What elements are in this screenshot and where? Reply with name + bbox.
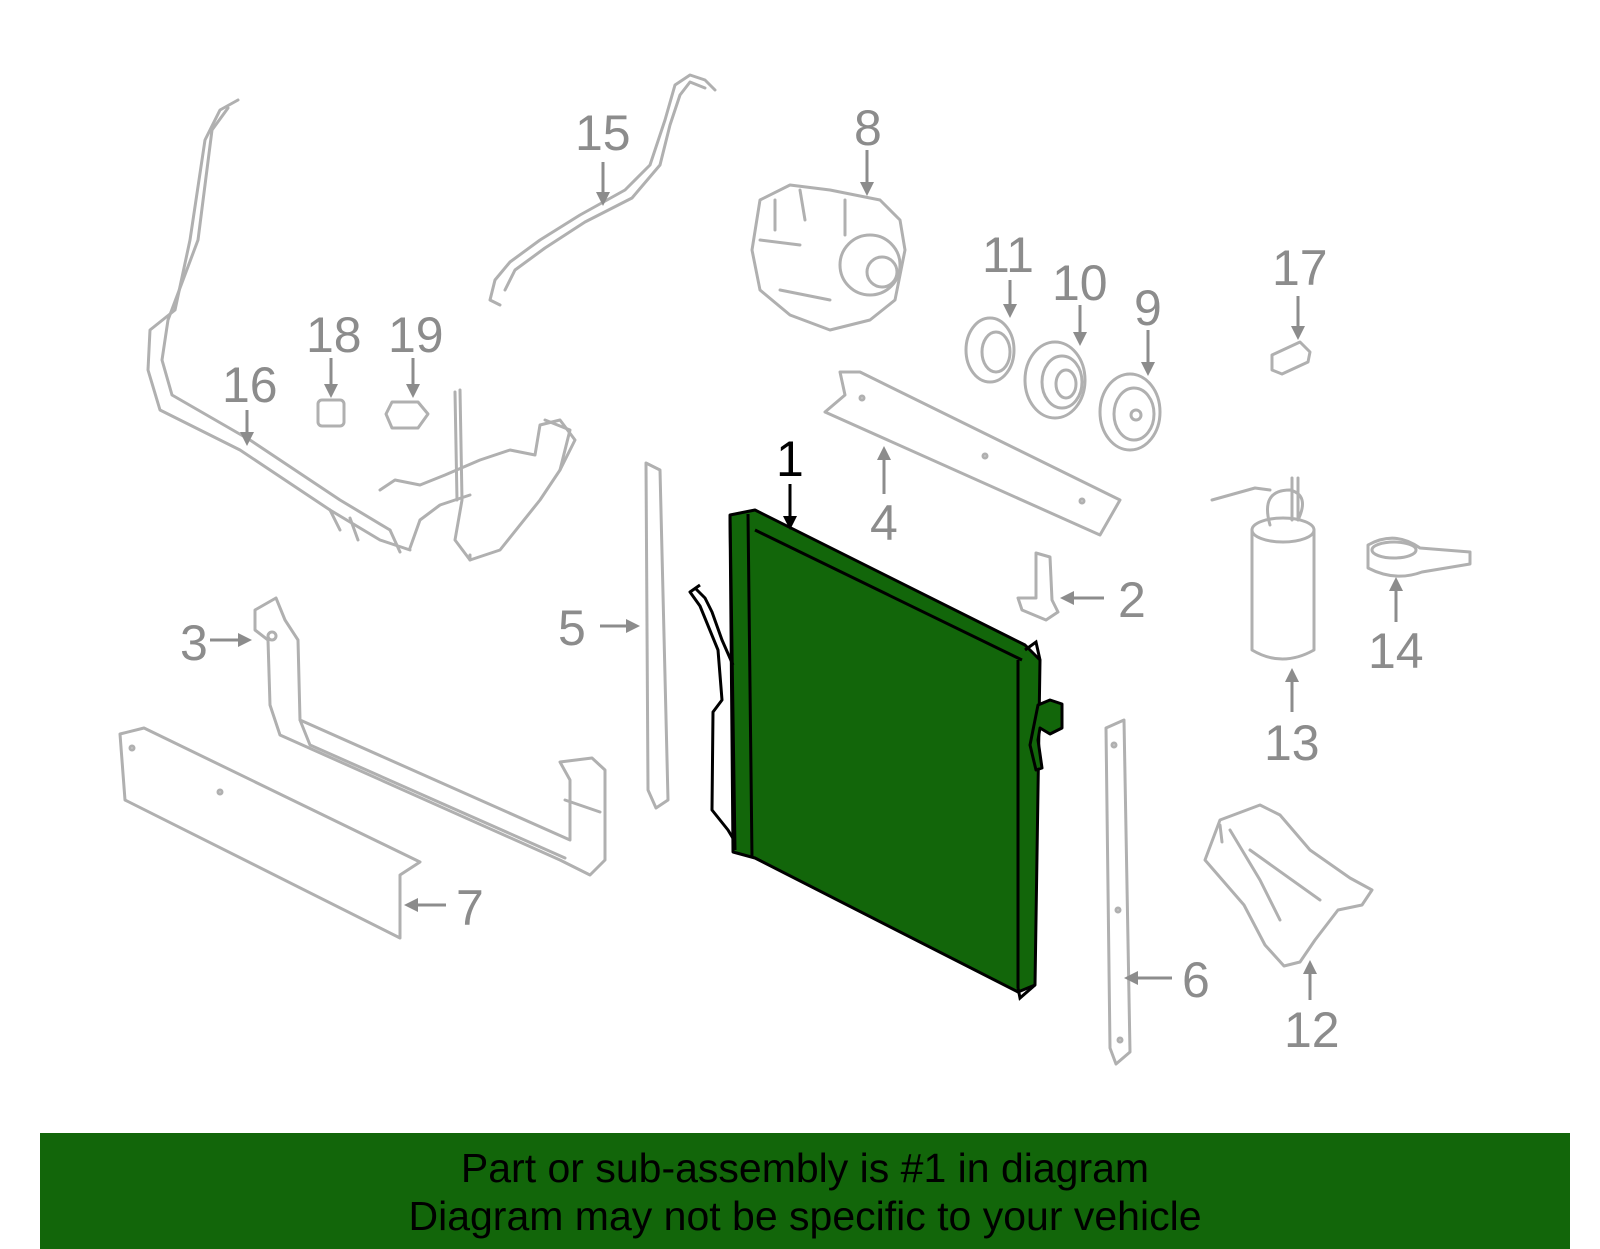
banner-line-1: Part or sub-assembly is #1 in diagram <box>460 1145 1150 1191</box>
leader-4 <box>877 446 891 494</box>
callout-3: 3 <box>180 615 208 671</box>
part-2-bracket[interactable] <box>1016 551 1060 622</box>
part-5-seal-strip[interactable] <box>644 461 670 810</box>
part-1-condenser[interactable] <box>688 508 1064 1001</box>
callout-19: 19 <box>388 307 444 363</box>
leader-14 <box>1389 577 1403 622</box>
callout-11: 11 <box>982 227 1034 283</box>
callout-4: 4 <box>870 495 898 551</box>
leader-12 <box>1303 960 1317 1000</box>
leader-19 <box>406 358 420 398</box>
part-4-seal[interactable] <box>823 370 1122 537</box>
callout-9: 9 <box>1134 280 1162 336</box>
part-7-shield[interactable] <box>118 726 422 940</box>
part-13-receiver-drier[interactable] <box>1210 476 1316 661</box>
info-banner: Part or sub-assembly is #1 in diagram Di… <box>40 1133 1570 1249</box>
part-16-hose[interactable] <box>146 98 412 554</box>
leader-16 <box>240 410 254 446</box>
part-14-bracket[interactable] <box>1366 536 1472 578</box>
tube-assembly[interactable] <box>378 388 577 562</box>
leader-11 <box>1003 280 1017 318</box>
callout-2: 2 <box>1118 572 1146 628</box>
part-3-support[interactable] <box>253 596 607 877</box>
leader-17 <box>1291 296 1305 340</box>
leader-2 <box>1060 591 1104 605</box>
callout-1: 1 <box>776 431 804 487</box>
callout-13: 13 <box>1264 715 1320 771</box>
part-10-pulley[interactable] <box>1023 340 1087 420</box>
part-9-clutch-plate[interactable] <box>1098 372 1162 452</box>
callout-6: 6 <box>1182 952 1210 1008</box>
leader-10 <box>1073 305 1087 346</box>
callout-16: 16 <box>222 357 278 413</box>
leader-5 <box>600 619 640 633</box>
leader-1 <box>783 484 797 530</box>
banner-line-2: Diagram may not be specific to your vehi… <box>408 1193 1202 1239</box>
callout-7: 7 <box>456 880 484 936</box>
callout-8: 8 <box>854 100 882 156</box>
part-12-bracket[interactable] <box>1203 803 1374 968</box>
leader-8 <box>860 150 874 196</box>
leader-7 <box>404 898 446 912</box>
callout-5: 5 <box>558 600 586 656</box>
part-6-seal-strip[interactable] <box>1104 718 1132 1066</box>
leader-15 <box>596 162 610 206</box>
callout-18: 18 <box>306 307 362 363</box>
callout-14: 14 <box>1368 623 1424 679</box>
leader-3 <box>210 633 252 647</box>
part-15-hose[interactable] <box>488 73 717 307</box>
leader-18 <box>324 358 338 398</box>
callout-10: 10 <box>1052 255 1108 311</box>
part-11-coil[interactable] <box>964 316 1016 384</box>
leader-13 <box>1285 668 1299 712</box>
part-8-compressor[interactable] <box>750 183 907 332</box>
callout-17: 17 <box>1272 240 1328 296</box>
leader-9 <box>1141 330 1155 376</box>
part-18-cap[interactable] <box>316 398 346 428</box>
callout-15: 15 <box>575 105 631 161</box>
callout-12: 12 <box>1284 1002 1340 1058</box>
part-17-switch[interactable] <box>1270 340 1312 376</box>
part-19-valve[interactable] <box>384 400 430 430</box>
leader-6 <box>1124 971 1172 985</box>
